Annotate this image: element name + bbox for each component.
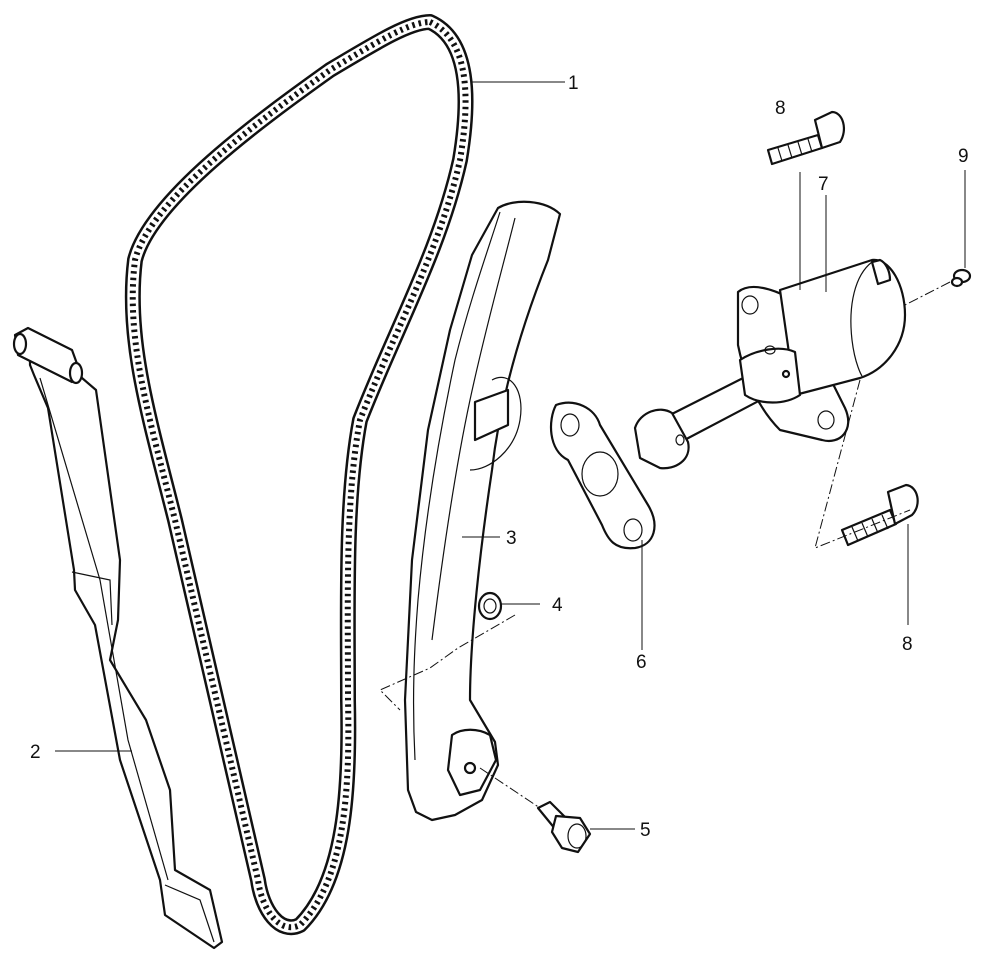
callout-2: 2 — [30, 742, 41, 763]
chain-guide-fixed — [12, 326, 224, 950]
callout-7: 7 — [818, 174, 829, 195]
timing-chain — [124, 14, 474, 936]
callout-5: 5 — [640, 820, 651, 841]
callout-9: 9 — [958, 146, 969, 167]
plug — [950, 268, 972, 288]
chain-tensioner-guide — [403, 200, 562, 822]
callout-8-upper: 8 — [775, 98, 786, 119]
callout-4: 4 — [552, 595, 563, 616]
callout-3: 3 — [506, 528, 517, 549]
assembly-lines — [379, 281, 951, 809]
washer — [477, 591, 503, 621]
bolt-lower — [840, 483, 919, 547]
chain-tensioner — [633, 258, 907, 470]
tensioner-gasket — [550, 401, 656, 550]
pivot-bolt — [536, 800, 592, 854]
leader-lines — [55, 81, 966, 830]
callout-8-lower: 8 — [902, 634, 913, 655]
bolt-upper — [766, 110, 845, 166]
callout-1: 1 — [568, 73, 579, 94]
callout-6: 6 — [636, 652, 647, 673]
